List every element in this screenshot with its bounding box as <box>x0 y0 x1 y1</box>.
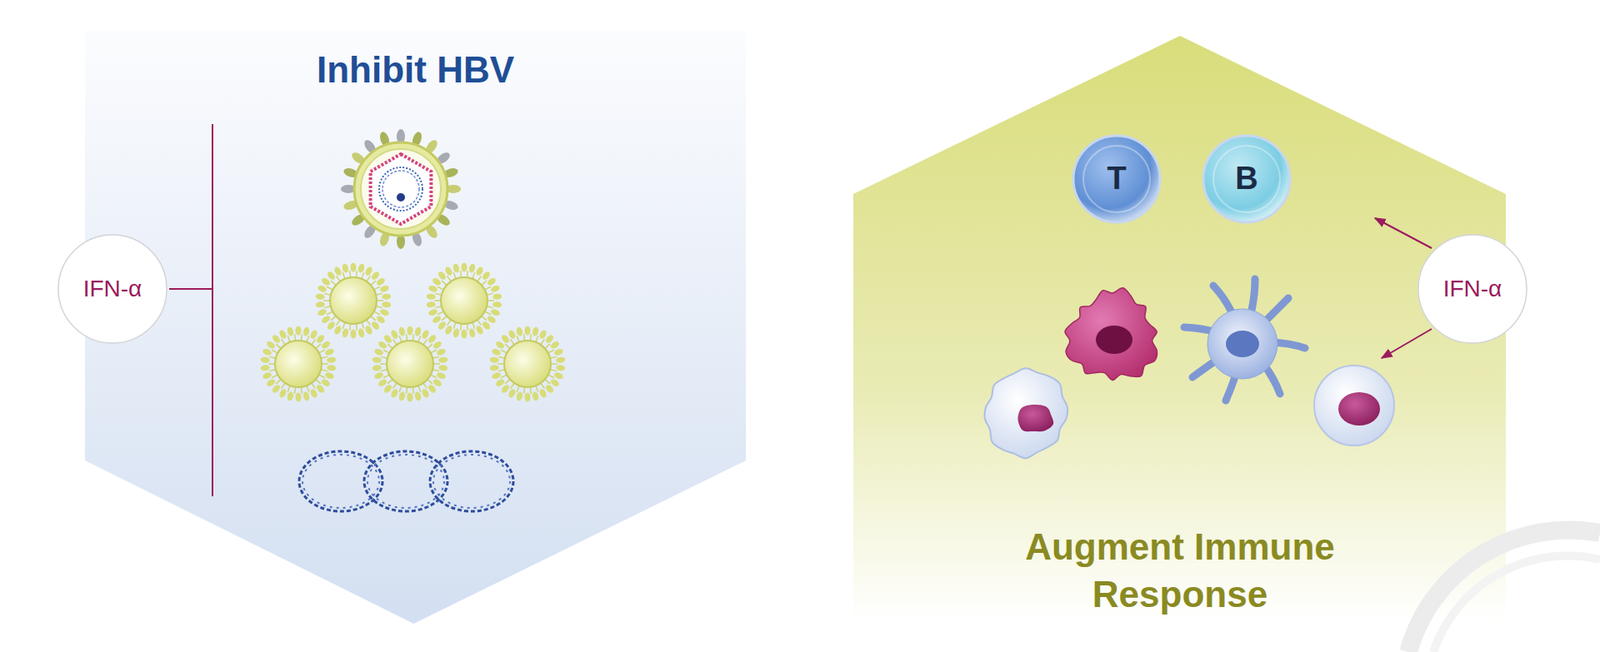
ifn-circle: IFN-α <box>1416 233 1529 345</box>
panel-heading: Augment Immune Response <box>995 523 1365 619</box>
inhibit-panel-outline <box>85 30 746 625</box>
b-cell: B <box>1201 134 1292 225</box>
node-label: IFN-α <box>83 274 143 305</box>
panel-heading: Inhibit HBV <box>85 45 746 94</box>
monocyte-cell <box>1314 365 1395 446</box>
node-label: B <box>1235 158 1258 200</box>
augment-panel: Augment Immune Response T B IFN-α <box>853 35 1506 623</box>
inhibit-panel: Inhibit HBV IFN-α <box>85 30 746 625</box>
t-cell: T <box>1071 134 1162 225</box>
ifn-circle: IFN-α <box>56 233 169 345</box>
node-label: T <box>1106 158 1126 200</box>
node-label: IFN-α <box>1443 274 1503 305</box>
corner-arc <box>1433 555 1600 652</box>
